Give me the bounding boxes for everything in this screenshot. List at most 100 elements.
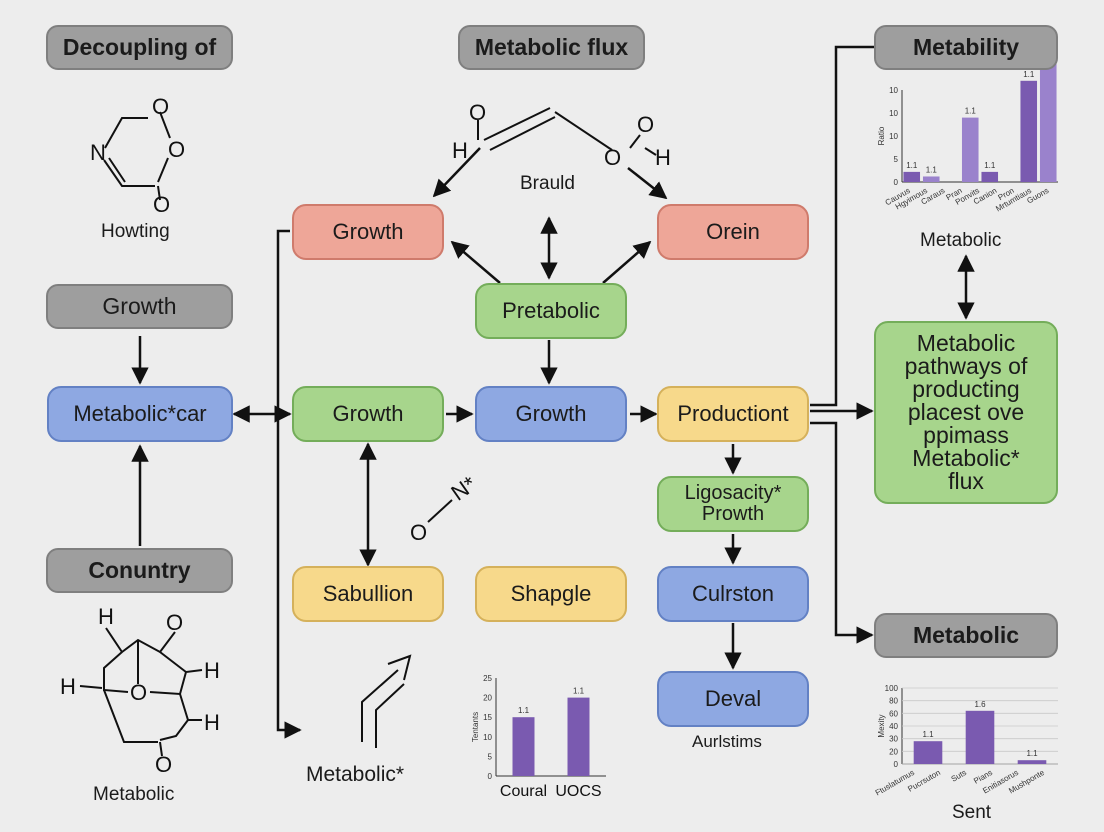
atom-o: O	[155, 752, 172, 777]
node-ligosacity[interactable]: Ligosacity* Prowth	[657, 476, 809, 532]
x-tick-label: Pran	[945, 186, 964, 202]
data-label: 1.1	[1023, 70, 1035, 79]
x-tick-label: Pucrsuton	[906, 768, 942, 794]
x-tick-label: Ponvits	[954, 186, 981, 207]
x-tick-label: Guons	[1025, 186, 1050, 206]
atom-o: O	[153, 192, 170, 217]
molecule-ring-top	[103, 111, 171, 201]
label-sent: Sent	[952, 802, 992, 823]
y-tick-label: 5	[488, 752, 493, 761]
y-tick-label: 80	[889, 697, 898, 706]
y-axis-label: Mexity	[877, 714, 886, 737]
header-growth: Growth	[46, 284, 233, 329]
label-aurlstims: Aurlstims	[692, 732, 762, 751]
header-conuntry: Conuntry	[46, 548, 233, 593]
bar	[965, 710, 995, 764]
y-tick-label: 0	[894, 178, 899, 187]
label-metabolic-bottom: Metabolic	[93, 784, 175, 805]
y-tick-label: 0	[488, 772, 493, 781]
node-culrston[interactable]: Culrston	[657, 566, 809, 622]
x-tick-label: Caraus	[919, 186, 946, 207]
bar	[913, 741, 943, 764]
x-tick-label: Mushponte	[1007, 768, 1046, 796]
label-metabolic-chart-caption: Metabolic	[920, 230, 1002, 251]
x-tick-label: Enitiasorus	[981, 768, 1020, 796]
bar	[922, 176, 940, 182]
data-label: 1.6	[974, 700, 986, 709]
bar	[567, 697, 590, 776]
atom-o: O	[152, 94, 169, 119]
y-tick-label: 15	[483, 713, 492, 722]
label-howting: Howting	[101, 221, 170, 242]
molecule-n-star	[427, 499, 453, 523]
y-tick-label: 20	[483, 694, 492, 703]
y-axis-label: Ratio	[877, 126, 886, 145]
atom-o: O	[168, 137, 185, 162]
header-decoupling: Decoupling of	[46, 25, 233, 70]
atom-h: H	[204, 658, 220, 683]
x-tick-label: Canion	[972, 186, 998, 206]
label-metabolic-star: Metabolic*	[306, 763, 405, 786]
bar	[981, 171, 999, 182]
x-tick-label: Mrtumtiaus	[994, 186, 1033, 214]
data-label: 1.1	[984, 161, 996, 170]
y-tick-label: 60	[889, 709, 898, 718]
atom-h: H	[60, 674, 76, 699]
atom-h: H	[452, 138, 468, 163]
node-deval[interactable]: Deval	[657, 671, 809, 727]
atom-o: O	[166, 610, 183, 635]
node-growth-green[interactable]: Growth	[292, 386, 444, 442]
atom-n-star: N*	[446, 471, 481, 506]
x-tick-label: UOCS	[555, 783, 601, 800]
y-tick-label: 10	[483, 733, 492, 742]
data-label: 1.1	[518, 706, 530, 715]
x-tick-label: Suts	[950, 768, 968, 784]
atom-n: N	[90, 140, 106, 165]
node-metabolic-pathways[interactable]: Metabolic pathways of producting placest…	[874, 321, 1058, 504]
data-label: 1.1	[922, 730, 934, 739]
node-orein[interactable]: Orein	[657, 204, 809, 260]
y-tick-label: 5	[894, 155, 899, 164]
x-tick-label: Pron	[997, 186, 1016, 202]
x-tick-label: Pians	[972, 768, 994, 786]
y-tick-label: 10	[889, 86, 898, 95]
node-pretabolic[interactable]: Pretabolic	[475, 283, 627, 339]
bar	[512, 717, 535, 776]
x-tick-label: Hgyimous	[894, 186, 929, 212]
y-tick-label: 20	[889, 747, 898, 756]
bar	[1039, 53, 1057, 183]
node-sabullion[interactable]: Sabullion	[292, 566, 444, 622]
atom-h: H	[655, 145, 671, 170]
y-tick-label: 40	[889, 722, 898, 731]
node-shapgle[interactable]: Shapgle	[475, 566, 627, 622]
y-tick-label: 10	[889, 132, 898, 141]
y-tick-label: 25	[483, 674, 492, 683]
molecule-top-chain	[477, 107, 657, 156]
node-growth-blue[interactable]: Growth	[475, 386, 627, 442]
data-label: 1.1	[906, 161, 918, 170]
molecule-ring-bottom	[79, 627, 203, 757]
atom-h: H	[98, 604, 114, 629]
data-label: 1.1	[1026, 749, 1038, 758]
node-productiont[interactable]: Productiont	[657, 386, 809, 442]
atom-o: O	[410, 520, 427, 545]
label-brauld: Brauld	[520, 173, 575, 194]
x-tick-label: Coural	[500, 783, 547, 800]
y-tick-label: 10	[889, 109, 898, 118]
atom-o: O	[604, 145, 621, 170]
x-tick-label: Cauvus	[884, 186, 912, 207]
atom-o: O	[130, 680, 147, 705]
node-growth-red[interactable]: Growth	[292, 204, 444, 260]
y-tick-label: 0	[894, 760, 899, 769]
bar	[903, 171, 921, 182]
y-tick-label: 100	[885, 684, 899, 693]
header-metabolic-flux: Metabolic flux	[458, 25, 645, 70]
node-metabolic-car[interactable]: Metabolic*car	[47, 386, 233, 442]
atom-o: O	[637, 112, 654, 137]
bar	[1020, 80, 1038, 182]
header-metabolic: Metabolic	[874, 613, 1058, 658]
bar	[1017, 760, 1047, 764]
y-tick-label: 30	[889, 735, 898, 744]
